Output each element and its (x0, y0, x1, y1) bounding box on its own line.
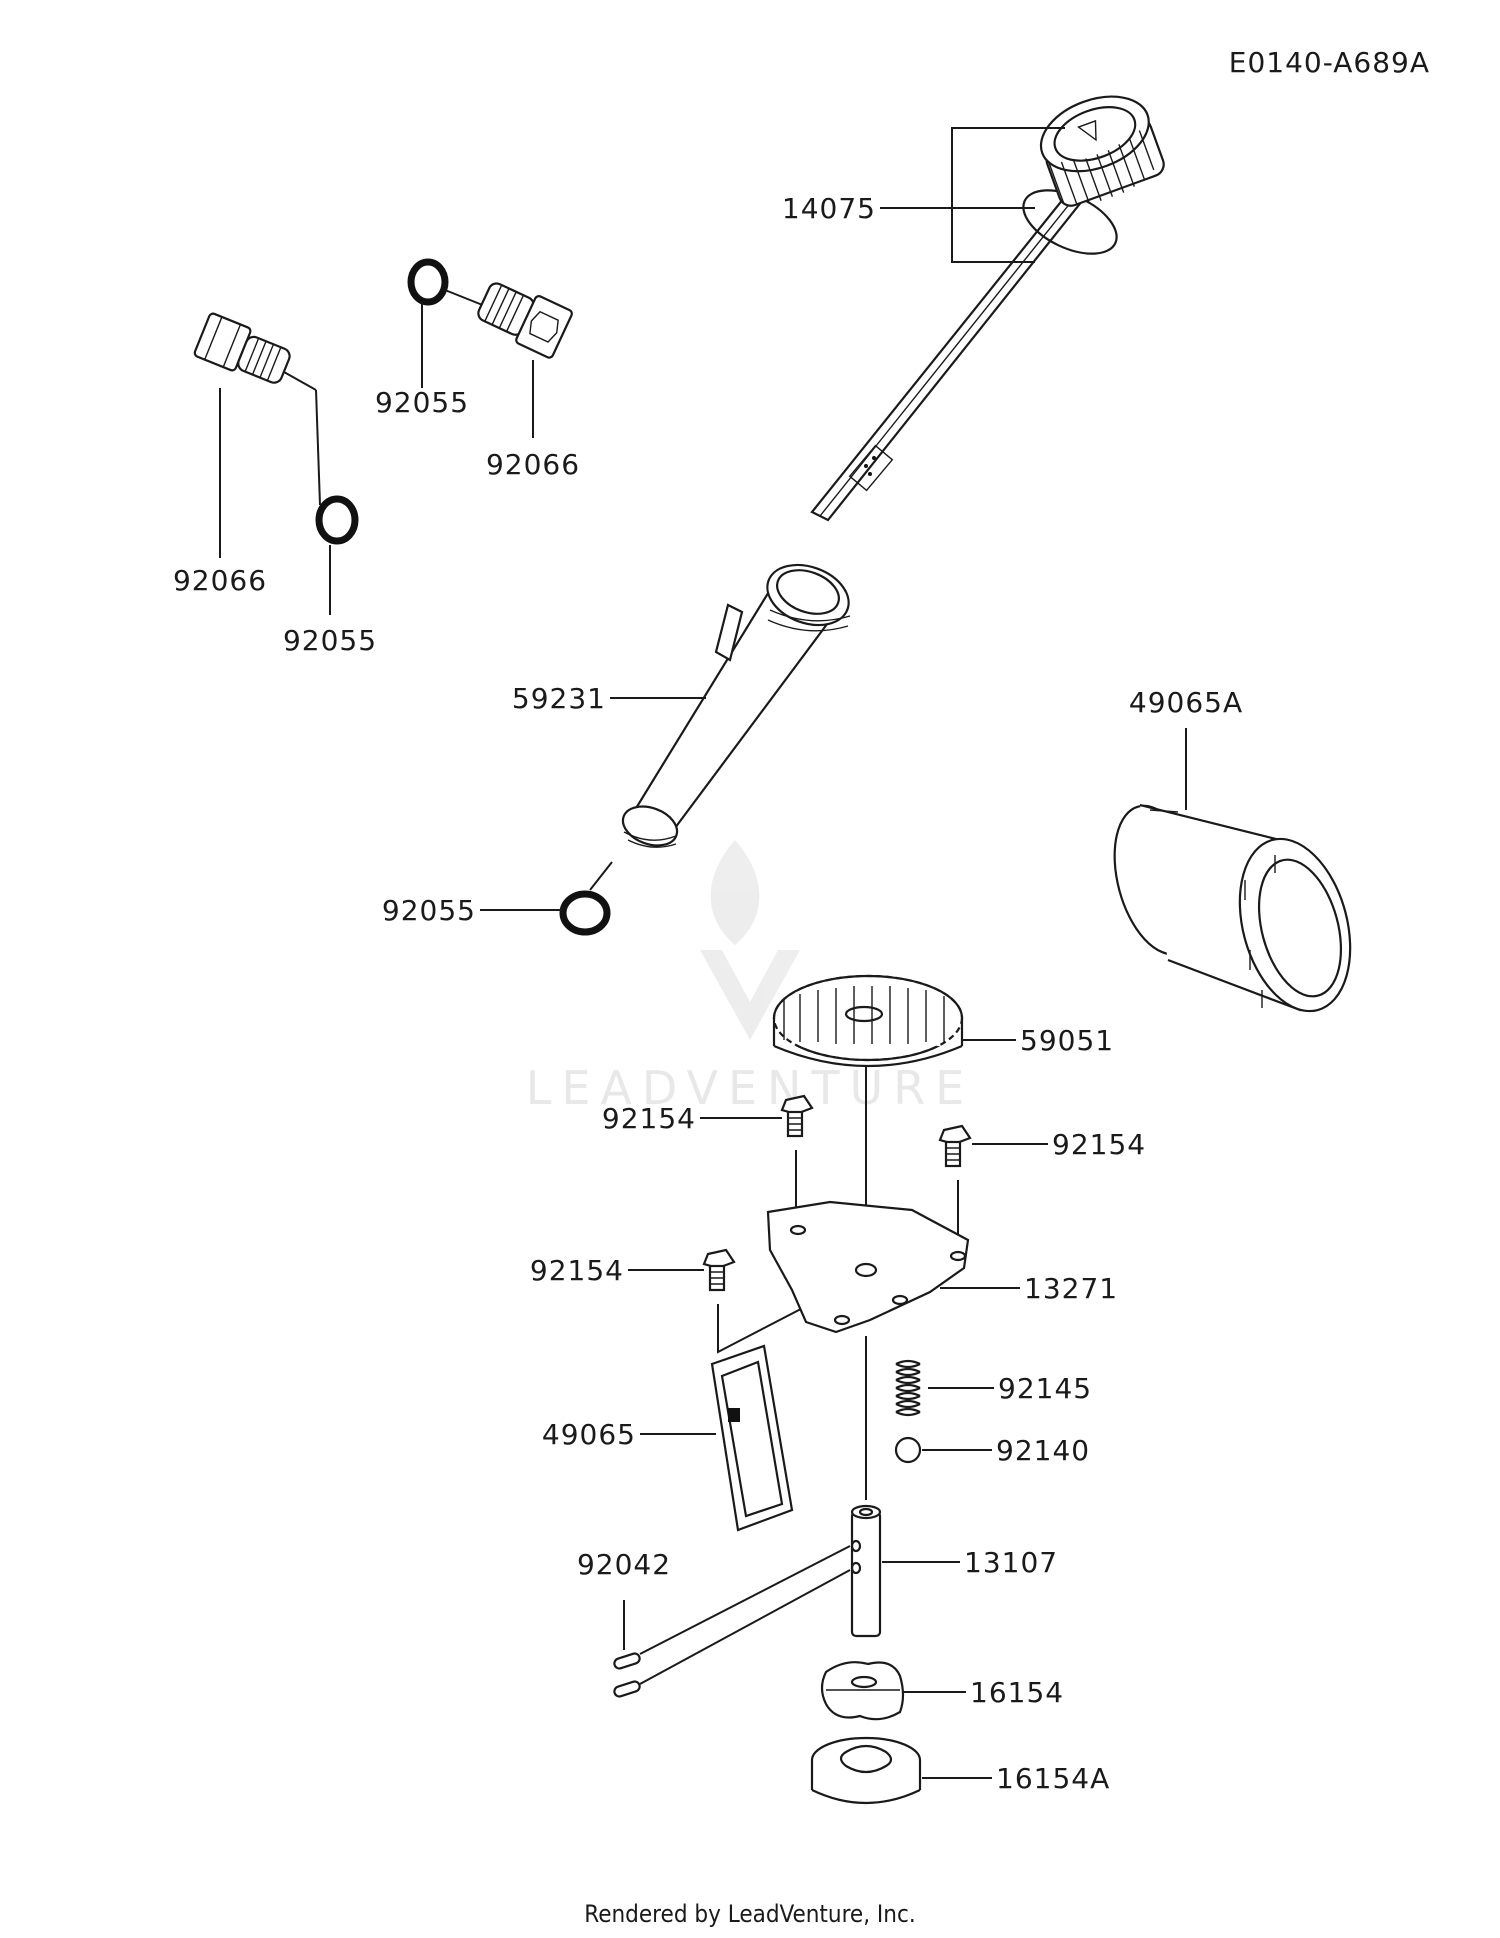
relief-spring-part[interactable] (895, 1359, 921, 1417)
label-92145[interactable]: 92145 (998, 1372, 1092, 1405)
oil-pump-gear-part[interactable] (772, 974, 964, 1068)
label-59231[interactable]: 59231 (512, 682, 606, 715)
drain-plug-upper-part[interactable] (407, 258, 573, 359)
pump-shaft-part[interactable] (850, 1504, 882, 1638)
oil-filter-part[interactable] (1100, 796, 1368, 1023)
label-92055-lower[interactable]: 92055 (283, 624, 377, 657)
inner-rotor-part[interactable] (820, 1661, 905, 1721)
bolt-b-part[interactable] (938, 1124, 972, 1168)
label-16154A[interactable]: 16154A (996, 1762, 1110, 1795)
label-92055-tube[interactable]: 92055 (382, 894, 476, 927)
o-ring-tube[interactable] (559, 890, 611, 936)
label-13107[interactable]: 13107 (964, 1546, 1058, 1579)
pump-cover-plate-part[interactable] (766, 1200, 970, 1334)
leadventure-watermark-logo: LEADVENTURE (526, 840, 975, 1115)
label-92042[interactable]: 92042 (577, 1548, 671, 1581)
dipstick-part[interactable] (810, 83, 1170, 522)
bolt-c-part[interactable] (702, 1248, 736, 1292)
label-59051[interactable]: 59051 (1020, 1024, 1114, 1057)
label-92066-lower[interactable]: 92066 (173, 564, 267, 597)
diagram-code: E0140-A689A (1229, 46, 1430, 79)
label-92154-c[interactable]: 92154 (530, 1254, 624, 1287)
pins-part[interactable] (613, 1652, 641, 1698)
o-ring-lower-ring[interactable] (315, 495, 359, 545)
label-16154[interactable]: 16154 (970, 1676, 1064, 1709)
label-49065[interactable]: 49065 (542, 1418, 636, 1451)
drain-plug-lower-part[interactable] (193, 312, 317, 391)
label-49065A[interactable]: 49065A (1129, 686, 1243, 719)
label-92066-upper[interactable]: 92066 (486, 448, 580, 481)
watermark-text: LEADVENTURE (526, 1061, 975, 1115)
outer-rotor-part[interactable] (810, 1736, 922, 1804)
footer-credit: Rendered by LeadVenture, Inc. (584, 1900, 915, 1928)
oil-screen-part[interactable] (710, 1344, 794, 1532)
label-92055-upper[interactable]: 92055 (375, 386, 469, 419)
oil-filler-tube-part[interactable] (618, 554, 858, 852)
label-13271[interactable]: 13271 (1024, 1272, 1118, 1305)
label-92154-b[interactable]: 92154 (1052, 1128, 1146, 1161)
label-92140[interactable]: 92140 (996, 1434, 1090, 1467)
label-14075[interactable]: 14075 (782, 192, 876, 225)
bolt-a-part[interactable] (780, 1094, 814, 1138)
label-92154-a[interactable]: 92154 (602, 1102, 696, 1135)
relief-ball-part[interactable] (894, 1436, 922, 1464)
